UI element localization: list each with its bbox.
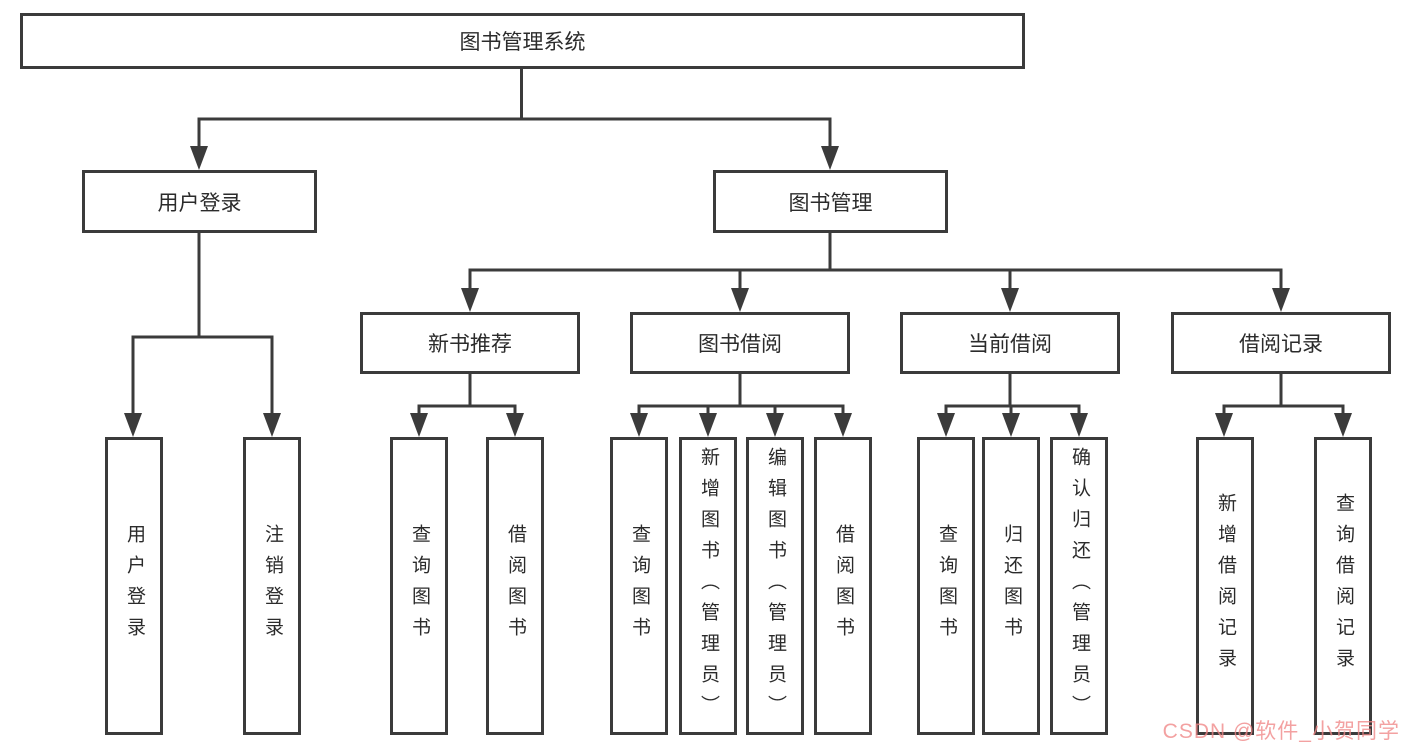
leaf-label: 确认归还（管理员） [1068,446,1090,726]
leaf-label: 用户登录 [123,524,145,648]
connector-userlogin-to-leaves [124,233,281,437]
leaf-borrow-books: 借阅图书 [814,437,872,735]
node-label: 图书借阅 [698,333,782,356]
leaf-label: 新增图书（管理员） [697,446,719,726]
leaf-label: 借阅图书 [832,524,854,648]
node-label: 图书管理 [788,191,873,215]
leaf-logout: 注销登录 [243,437,301,735]
leaf-user-login: 用户登录 [105,437,163,735]
leaf-label: 查询图书 [935,524,957,648]
connector-bookborrow-to-leaves [630,374,852,437]
leaf-query-books-borrow: 查询图书 [610,437,668,735]
connector-root-to-level2 [190,69,839,170]
connector-newbook-to-leaves [410,374,524,437]
connector-borrowrecords-to-leaves [1215,374,1352,437]
node-label: 新书推荐 [428,333,512,356]
connector-bookmgmt-to-level3 [461,233,1290,312]
leaf-confirm-return-admin: 确认归还（管理员） [1050,437,1108,735]
node-book-borrow: 图书借阅 [630,312,850,374]
leaf-label: 借阅图书 [504,524,526,648]
leaf-label: 编辑图书（管理员） [764,446,786,726]
node-borrow-records: 借阅记录 [1171,312,1391,374]
node-label: 图书管理系统 [459,31,586,54]
leaf-label: 查询借阅记录 [1332,493,1354,679]
node-label: 用户登录 [157,191,242,215]
leaf-borrow-books-recommend: 借阅图书 [486,437,544,735]
leaf-label: 新增借阅记录 [1214,493,1236,679]
node-label: 当前借阅 [968,333,1052,356]
leaf-label: 查询图书 [628,524,650,648]
leaf-query-books-current: 查询图书 [917,437,975,735]
leaf-label: 归还图书 [1000,524,1022,648]
leaf-query-books-recommend: 查询图书 [390,437,448,735]
connector-currentborrow-to-leaves [937,374,1088,437]
csdn-watermark: CSDN @软件_小贺同学 [1162,720,1400,743]
node-new-book-recommend: 新书推荐 [360,312,580,374]
leaf-label: 注销登录 [261,524,283,648]
node-book-management: 图书管理 [713,170,948,233]
node-label: 借阅记录 [1239,333,1323,356]
leaf-return-book: 归还图书 [982,437,1040,735]
leaf-label: 查询图书 [408,524,430,648]
leaf-add-borrow-record: 新增借阅记录 [1196,437,1254,735]
leaf-edit-book-admin: 编辑图书（管理员） [746,437,804,735]
node-library-system: 图书管理系统 [20,13,1025,69]
leaf-add-book-admin: 新增图书（管理员） [679,437,737,735]
node-user-login: 用户登录 [82,170,317,233]
node-current-borrow: 当前借阅 [900,312,1120,374]
leaf-query-borrow-record: 查询借阅记录 [1314,437,1372,735]
